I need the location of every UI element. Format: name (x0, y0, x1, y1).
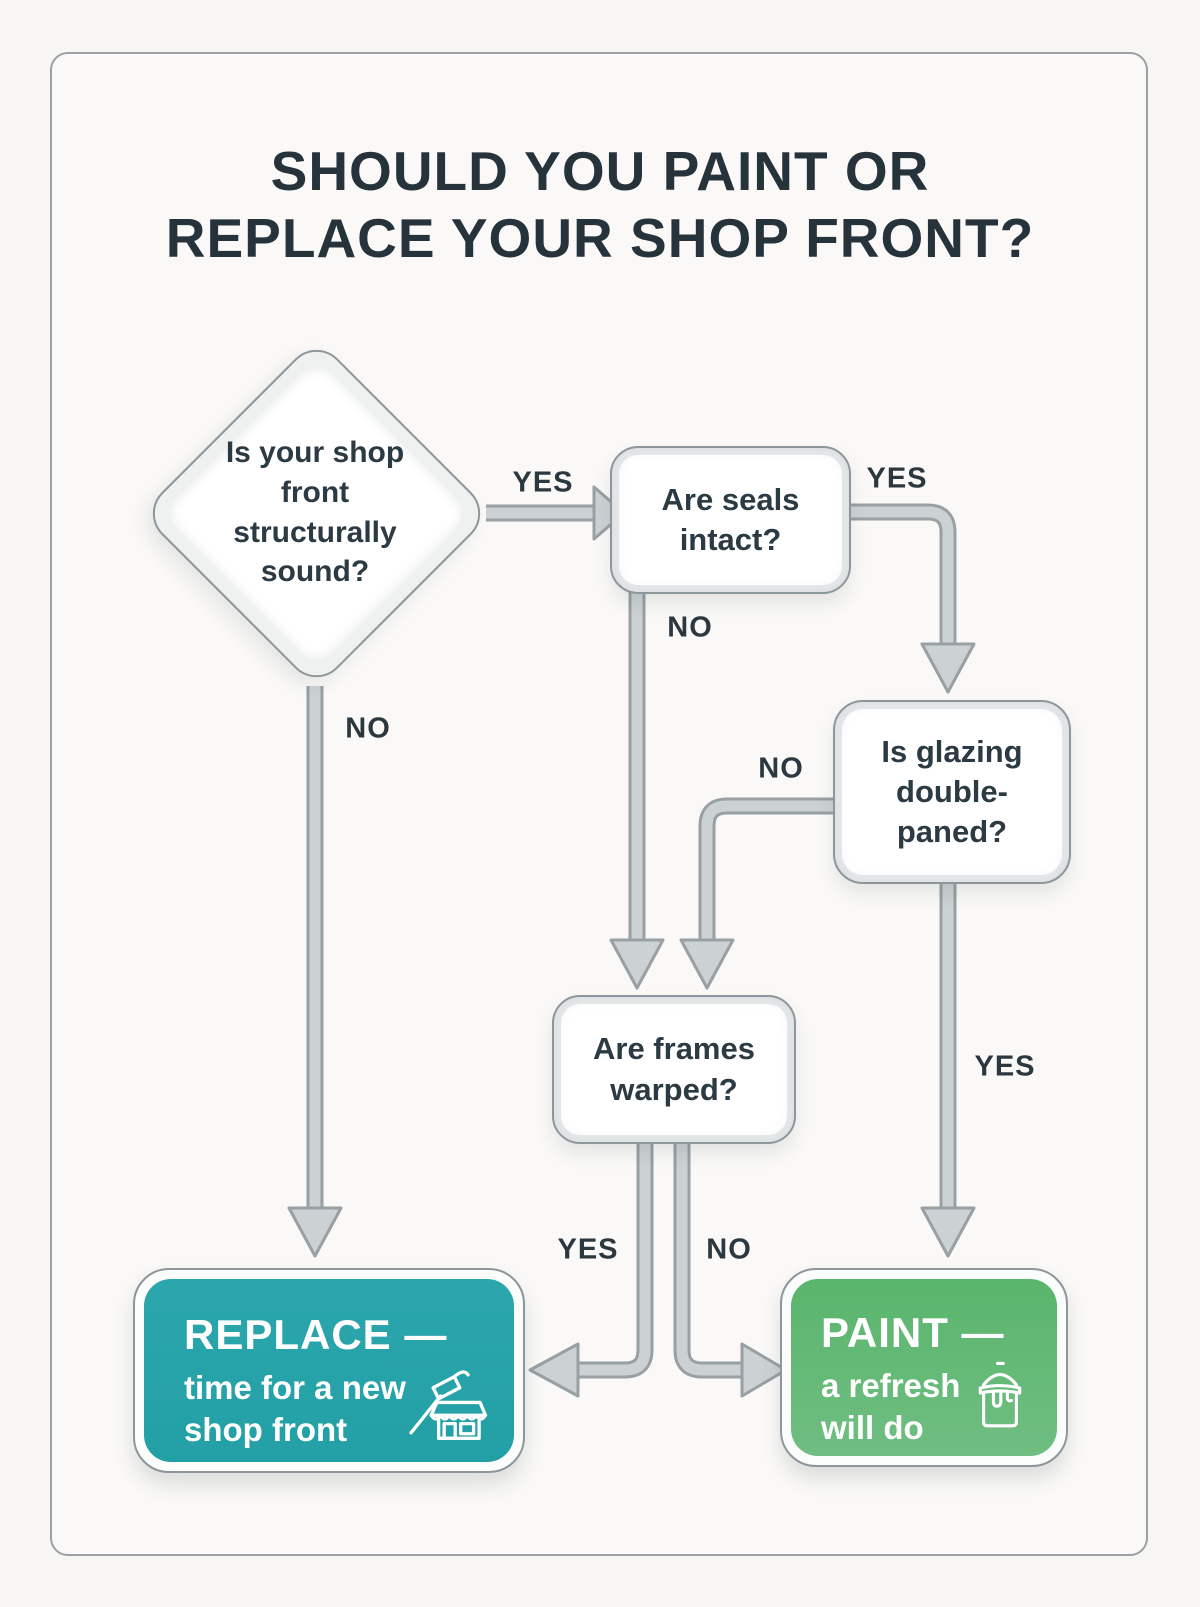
arrowhead-q3-q4 (679, 938, 735, 990)
edge-label-q3-q4-no: NO (758, 752, 804, 785)
question-label: Are frames warped? (593, 1031, 755, 1107)
replace-subtitle: time for a new shop front (184, 1369, 406, 1449)
arrowhead-q3-paint (920, 1206, 976, 1258)
paint-box: PAINT — a refresh will do (791, 1279, 1057, 1456)
question-label: Are seals intact? (661, 481, 800, 557)
paint-subtitle: a refresh will do (821, 1367, 961, 1447)
decision-node-label: Is your shop front structurally sound? (225, 436, 405, 589)
result-node-paint: PAINT — a refresh will do (780, 1268, 1068, 1467)
question-node-frames-warped: Are frames warped? (552, 995, 796, 1144)
paint-bucket-icon (978, 1361, 1022, 1428)
edge-label-q1-replace-no: NO (345, 712, 391, 745)
edge-label-q4-replace-yes: YES (557, 1233, 619, 1266)
result-node-replace: REPLACE — time for a new shop front (133, 1268, 525, 1473)
edge-label-q3-paint-yes: YES (974, 1050, 1036, 1083)
edge-q3-q4 (698, 797, 836, 942)
edge-q2-q3 (843, 503, 957, 646)
paint-text: PAINT — a refresh will do (821, 1309, 1005, 1449)
edge-label-q4-paint-no: NO (706, 1233, 752, 1266)
arrowhead-q2-q4 (609, 938, 665, 990)
hammer-shopfront-icon (409, 1370, 488, 1440)
edge-label-q2-q4-no: NO (667, 611, 713, 644)
arrowhead-q1-replace (287, 1206, 343, 1258)
arrowhead-q4-paint (740, 1342, 788, 1398)
edge-label-q1-q2-yes: YES (512, 466, 574, 499)
replace-box: REPLACE — time for a new shop front (144, 1279, 514, 1462)
question-node-glazing-double-paned: Is glazing double-paned? (833, 700, 1071, 884)
edge-label-q2-q3-yes: YES (866, 462, 928, 495)
replace-text: REPLACE — time for a new shop front (184, 1311, 447, 1451)
question-label: Is glazing double-paned? (881, 733, 1023, 850)
paint-title: PAINT — (821, 1309, 1005, 1356)
arrowhead-q4-replace (528, 1342, 580, 1398)
question-node-seals-intact: Are seals intact? (610, 446, 851, 594)
arrowhead-q2-q3 (920, 642, 976, 694)
arrowhead-q1-q2 (592, 485, 626, 541)
page-title: SHOULD YOU PAINT OR REPLACE YOUR SHOP FR… (165, 140, 1035, 270)
replace-title: REPLACE — (184, 1311, 448, 1358)
